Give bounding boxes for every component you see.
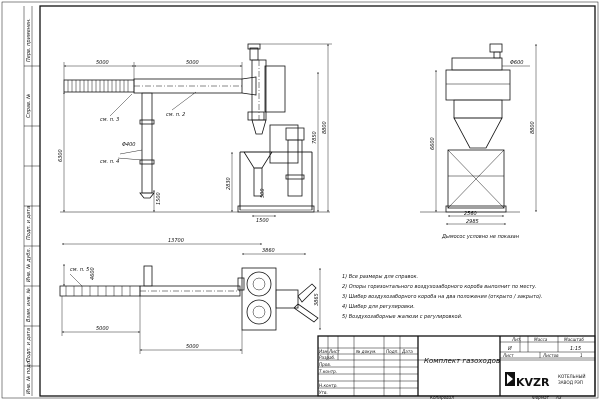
tb-sheets-label: Листов <box>542 353 559 358</box>
callout-item-3: см. п. 3 <box>100 117 119 123</box>
dim-13700: 13700 <box>168 238 184 244</box>
tb-col-doc: № докум. <box>355 349 377 354</box>
tb-lit-label: Лит. <box>511 337 522 342</box>
side-label-2: Справ. № <box>26 94 32 118</box>
callout-item-4: см. п. 4 <box>100 159 119 165</box>
company-line-2: ЗАВОД РЭП <box>558 380 583 385</box>
intake-louvres <box>63 79 135 93</box>
dim-5000-d: 5000 <box>186 344 199 350</box>
dim-5000-c: 5000 <box>96 326 109 332</box>
tb-sheets-value: 1 <box>580 353 583 358</box>
dim-8800: 8800 <box>322 121 328 134</box>
side-label-1: Перв. применен. <box>26 18 32 62</box>
tb-utv: Утв. <box>319 390 328 395</box>
note-4: 4) Шибер для регулировки. <box>342 304 415 310</box>
note-3: 3) Шибер воздухозаборного короба на два … <box>342 294 543 300</box>
front-view: 5000 5000 6300 1500 Φ400 2830 500 1500 7… <box>58 43 332 224</box>
tb-scale-value: 1:15 <box>570 346 581 352</box>
dim-1500-b: 1500 <box>256 218 269 224</box>
tb-mass-label: Масса <box>534 337 548 342</box>
dim-2985: 2985 <box>466 219 479 225</box>
tb-sheet-label: Лист <box>502 353 514 358</box>
side-label-3: Подп. и дата <box>26 206 32 240</box>
note-1: 1) Все размеры для справок. <box>342 274 418 280</box>
tb-scale-label: Масштаб <box>564 337 584 342</box>
tb-lit-value: И <box>508 346 512 352</box>
cyclone <box>243 43 305 197</box>
side-label-5: Взам. инв. № <box>26 288 32 322</box>
plan-view: 13700 3860 4600 3865 5000 5000 см. п <box>59 238 321 354</box>
dim-4600: 4600 <box>90 267 96 280</box>
company-line-1: КОТЕЛЬНЫЙ <box>558 374 585 379</box>
side-label-4: Инв. № дубл. <box>26 248 32 282</box>
tb-tkontr: Т.контр. <box>319 369 337 374</box>
note-2: 2) Опоры горизонтального воздухозаборног… <box>342 284 537 290</box>
dim-diam-600: Φ600 <box>510 60 523 66</box>
drawing-title: Комплект газоходов <box>424 357 500 365</box>
general-notes: 1) Все размеры для справок. 2) Опоры гор… <box>342 274 543 320</box>
drop-pipe <box>141 92 153 194</box>
footer-format-value: А3 <box>555 395 562 400</box>
footer-format: Формат <box>532 395 550 400</box>
tb-nkontr: Н.контр. <box>319 383 338 388</box>
tb-col-podp: Подп. <box>386 349 399 354</box>
tb-razrab: Разраб. <box>319 355 335 360</box>
callout-item-2: см. п. 2 <box>166 112 185 118</box>
dim-6300: 6300 <box>58 149 64 162</box>
dim-5000-a: 5000 <box>96 60 109 66</box>
tb-col-list: Лист <box>328 349 340 354</box>
title-block: Изм. Лист № докум. Подп. Дата Разраб. Пр… <box>317 335 596 397</box>
dim-2830: 2830 <box>226 177 232 190</box>
dim-3865: 3865 <box>314 293 320 306</box>
tb-col-izm: Изм. <box>319 349 329 354</box>
side-label-7: Инв. № подл. <box>26 360 32 395</box>
dim-3860: 3860 <box>262 248 275 254</box>
dim-500: 500 <box>260 188 266 198</box>
tb-col-data: Дата <box>401 349 413 354</box>
side-view: Φ600 6600 8800 2560 2985 Дымосос условно… <box>420 43 537 240</box>
dim-1500: 1500 <box>156 192 162 205</box>
dim-diam-400: Φ400 <box>122 142 135 148</box>
side-label-6: Подп. и дата <box>26 328 32 362</box>
note-5: 5) Воздухозаборные жалюзи с регулировкой… <box>342 314 462 320</box>
callout-item-5: см. п. 5 <box>70 267 89 273</box>
tb-prov: Пров. <box>319 362 331 367</box>
footer-copy: Копировал <box>430 395 454 400</box>
note-fan-not-shown: Дымосос условно не показан <box>441 234 520 240</box>
side-label-column: Перв. применен. Справ. № Подп. и дата Ин… <box>23 6 40 396</box>
dim-6600: 6600 <box>430 137 436 150</box>
dim-5000-b: 5000 <box>186 60 199 66</box>
dim-8800-b: 8800 <box>530 121 536 134</box>
dim-7850: 7850 <box>312 131 318 144</box>
support-frame <box>237 151 315 213</box>
logo-text: KVZR <box>516 376 550 389</box>
dim-2560: 2560 <box>464 211 477 217</box>
company-logo: KVZR <box>505 372 550 389</box>
